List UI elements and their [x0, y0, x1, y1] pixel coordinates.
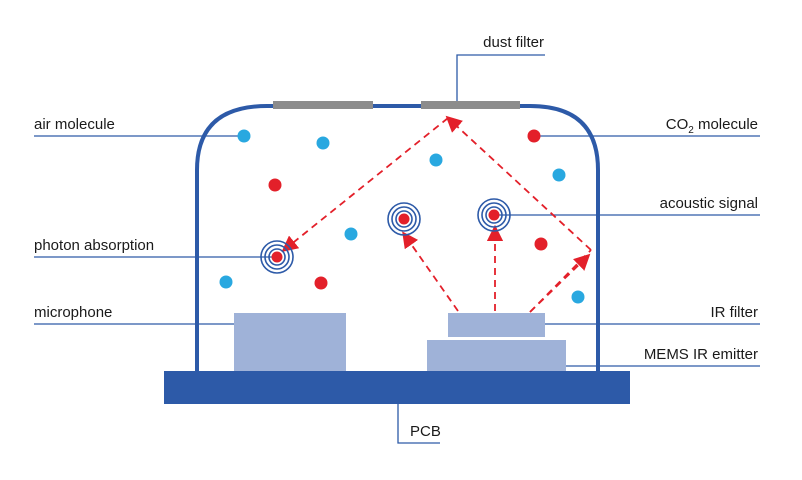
label-acoustic-signal: acoustic signal	[660, 195, 758, 212]
ir-filter	[448, 313, 545, 337]
label-photon-absorption: photon absorption	[34, 237, 154, 254]
ir-light-paths	[281, 115, 592, 313]
air-molecule-dot	[237, 129, 251, 143]
ir-path-to-center	[402, 231, 459, 312]
leader-lines	[34, 54, 760, 444]
acoustic-ring-left-icon	[260, 240, 294, 274]
microphone	[234, 313, 346, 371]
ir-path-right	[529, 253, 591, 313]
sensor-housing	[195, 104, 600, 372]
air-molecules	[219, 129, 585, 304]
ir-path-reflect-top	[445, 115, 592, 251]
label-co2-molecule: CO2 molecule	[666, 116, 758, 136]
label-co2-suffix: molecule	[694, 116, 758, 133]
co2-molecule-dot	[314, 276, 328, 290]
pcb	[164, 371, 630, 404]
label-dust-filter: dust filter	[483, 34, 544, 51]
acoustic-ring-center-icon	[387, 202, 421, 236]
co2-molecules	[268, 129, 548, 290]
co2-molecule-dot	[527, 129, 541, 143]
air-molecule-dot	[344, 227, 358, 241]
label-ir-filter: IR filter	[710, 304, 758, 321]
co2-molecule-dot	[534, 237, 548, 251]
co2-molecule-dot	[268, 178, 282, 192]
label-air-molecule: air molecule	[34, 116, 115, 133]
ir-path-to-photon	[281, 117, 449, 253]
dust-filter	[273, 101, 520, 109]
air-molecule-dot	[219, 275, 233, 289]
air-molecule-dot	[316, 136, 330, 150]
acoustic-ring-right-icon	[477, 198, 511, 232]
mems-ir-emitter	[427, 340, 566, 371]
label-co2-sub: 2	[688, 125, 694, 136]
label-microphone: microphone	[34, 304, 112, 321]
label-pcb: PCB	[410, 423, 441, 440]
leader-dust-filter	[456, 54, 545, 106]
air-molecule-dot	[429, 153, 443, 167]
air-molecule-dot	[571, 290, 585, 304]
dust-filter-right	[421, 101, 520, 109]
dust-filter-left	[273, 101, 373, 109]
label-co2-prefix: CO	[666, 116, 689, 133]
air-molecule-dot	[552, 168, 566, 182]
leader-pcb	[397, 403, 440, 444]
label-mems-ir-emitter: MEMS IR emitter	[644, 346, 758, 363]
